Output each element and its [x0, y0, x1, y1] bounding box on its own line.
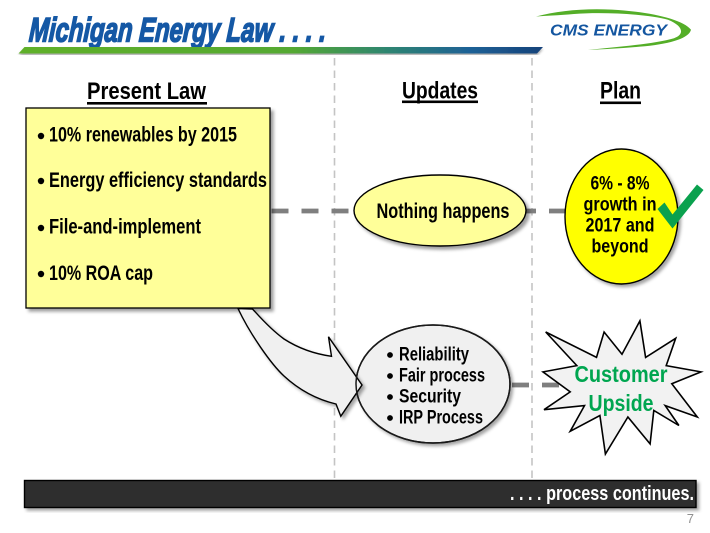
svg-text:Fair process: Fair process	[399, 366, 485, 387]
svg-text:growth in: growth in	[584, 195, 657, 216]
svg-text:. . . . process continues.: . . . . process continues.	[510, 483, 694, 505]
svg-text:CMS ENERGY: CMS ENERGY	[550, 23, 668, 40]
svg-text:IRP Process: IRP Process	[399, 408, 483, 429]
svg-text:File-and-implement: File-and-implement	[49, 216, 201, 239]
svg-text:Plan: Plan	[600, 77, 641, 104]
svg-text:10% ROA cap: 10% ROA cap	[49, 262, 153, 285]
svg-text:Michigan Energy Law . . . .: Michigan Energy Law . . . .	[28, 12, 328, 50]
svg-text:6% - 8%: 6% - 8%	[591, 174, 650, 195]
svg-text:7: 7	[687, 511, 694, 526]
svg-text:Updates: Updates	[402, 78, 478, 105]
svg-text:2017 and: 2017 and	[586, 216, 655, 237]
svg-text:Energy efficiency standards: Energy efficiency standards	[49, 169, 267, 192]
svg-text:10% renewables by 2015: 10% renewables by 2015	[49, 124, 237, 147]
svg-text:Reliability: Reliability	[399, 345, 469, 366]
svg-text:beyond: beyond	[592, 237, 649, 258]
svg-text:Present Law: Present Law	[87, 78, 207, 105]
svg-text:Nothing happens: Nothing happens	[377, 200, 510, 223]
svg-text:Security: Security	[399, 387, 461, 408]
svg-text:Customer: Customer	[575, 361, 668, 387]
svg-text:Upside: Upside	[589, 390, 654, 416]
